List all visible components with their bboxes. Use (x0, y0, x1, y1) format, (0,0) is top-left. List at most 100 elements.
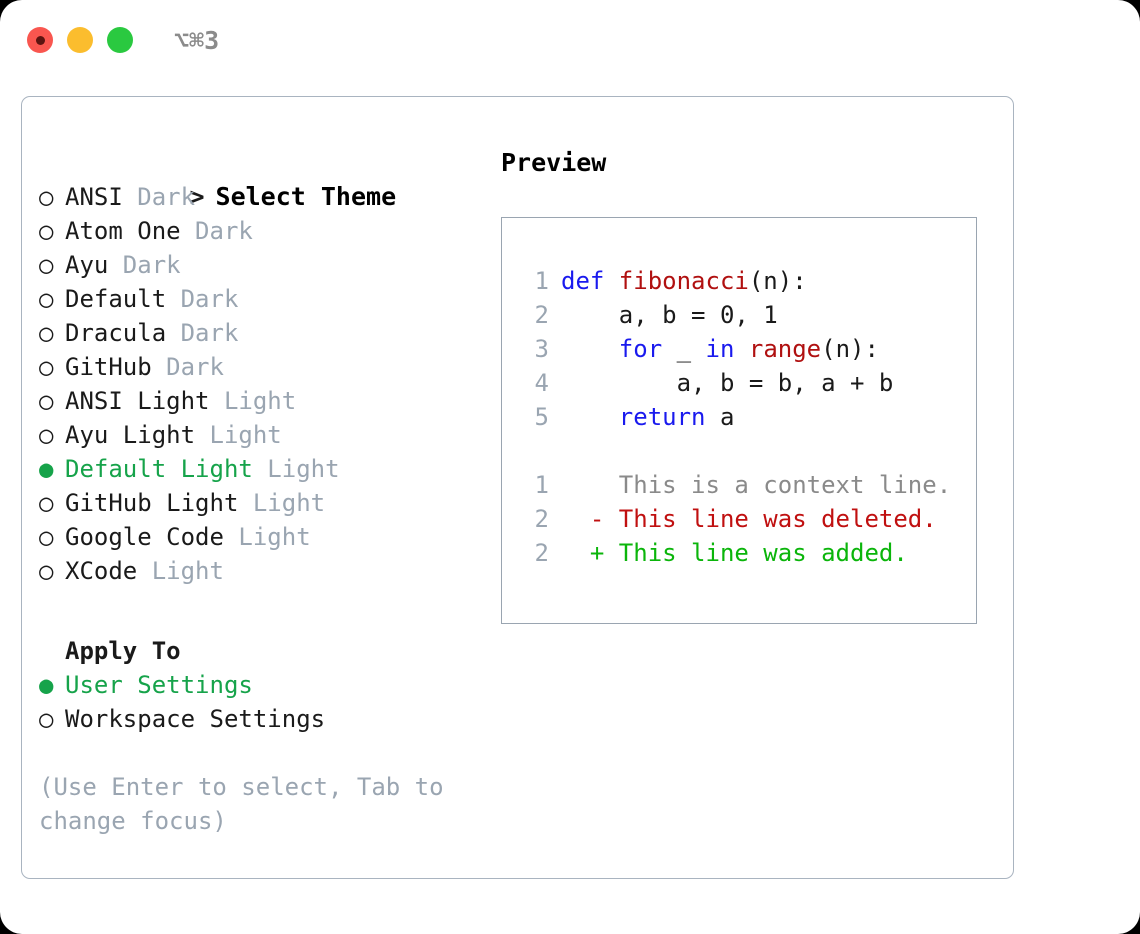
theme-list-item[interactable]: ○ Google Code Light (39, 520, 494, 554)
code-token: in (705, 335, 749, 363)
code-line: 3 for _ in range(n): (519, 332, 976, 366)
theme-list-item[interactable]: ○ANSI Dark (39, 180, 494, 214)
line-number: 5 (534, 403, 549, 431)
theme-list-item[interactable]: ○GitHub Light Light (39, 486, 494, 520)
radio-unselected-icon[interactable]: ○ (39, 387, 54, 415)
apply-to-list: ● User Settings ○ Workspace Settings (39, 668, 494, 736)
keyboard-hint-text: (Use Enter to select, Tab to change focu… (39, 773, 444, 835)
theme-name-label: Atom One (65, 217, 181, 245)
window-controls (27, 27, 133, 53)
preview-title: Preview (501, 148, 607, 177)
theme-name-label: Default (65, 285, 167, 313)
theme-variant-tag: Dark (108, 251, 181, 279)
theme-list-item[interactable]: ○ Ayu Dark (39, 248, 494, 282)
diff-line-number: 2 (534, 505, 549, 533)
close-button-icon[interactable] (27, 27, 53, 53)
theme-name-label: XCode (65, 557, 138, 585)
select-theme-header: > Select Theme (39, 146, 494, 211)
line-number: 1 (534, 267, 549, 295)
code-token: def (561, 267, 619, 295)
diff-line-number: 1 (534, 471, 549, 499)
code-token: (n): (748, 267, 807, 295)
code-token: a (705, 403, 735, 431)
apply-to-header: Apply To (65, 637, 181, 665)
theme-variant-tag: Light (209, 387, 297, 415)
theme-list-item[interactable]: ● Default Light Light (39, 452, 494, 486)
theme-list-item[interactable]: ○Atom One Dark (39, 214, 494, 248)
select-theme-header-label: Select Theme (215, 182, 397, 211)
radio-unselected-icon[interactable]: ○ (39, 421, 54, 449)
radio-unselected-icon[interactable]: ○ (39, 285, 54, 313)
code-line: 1 def fibonacci(n): (519, 264, 976, 298)
theme-variant-tag: Light (223, 523, 311, 551)
theme-name-label: Ayu Light (65, 421, 196, 449)
theme-name-label: Ayu (65, 251, 109, 279)
apply-to-option[interactable]: ○ Workspace Settings (39, 702, 494, 736)
radio-selected-icon[interactable]: ● (39, 455, 54, 483)
radio-unselected-icon[interactable]: ○ (39, 183, 54, 211)
theme-name-label: GitHub Light (65, 489, 239, 517)
list-spacer (39, 588, 494, 634)
theme-list-item[interactable]: ○ XCode Light (39, 554, 494, 588)
theme-list-item[interactable]: ○Dracula Dark (39, 316, 494, 350)
radio-selected-icon[interactable]: ● (39, 671, 54, 699)
radio-unselected-icon[interactable]: ○ (39, 705, 54, 733)
theme-list-item[interactable]: ○ ANSI Light Light (39, 384, 494, 418)
radio-unselected-icon[interactable]: ○ (39, 557, 54, 585)
apply-to-option-label: Workspace Settings (65, 705, 326, 733)
diff-text: This is a context line. (604, 471, 952, 499)
radio-unselected-icon[interactable]: ○ (39, 217, 54, 245)
header-caret-icon: > (189, 182, 205, 211)
diff-sign: - (561, 505, 605, 533)
theme-list-item[interactable]: ○ GitHub Dark (39, 350, 494, 384)
theme-name-label: GitHub (65, 353, 152, 381)
theme-name-label: ANSI Light (65, 387, 210, 415)
theme-name-label: Google Code (65, 523, 224, 551)
minimize-button-icon[interactable] (67, 27, 93, 53)
diff-sample: 1 This is a context line.2 - This line w… (519, 468, 976, 570)
code-token: (n): (821, 335, 879, 363)
theme-variant-tag: Light (252, 455, 340, 483)
hint-spacer (39, 736, 494, 770)
apply-to-option[interactable]: ● User Settings (39, 668, 494, 702)
radio-unselected-icon[interactable]: ○ (39, 353, 54, 381)
diff-line: 1 This is a context line. (519, 468, 976, 502)
code-token: a, b = 0, 1 (561, 301, 778, 329)
diff-line: 2 - This line was deleted. (519, 502, 976, 536)
code-token: a, b = b, a + b (561, 369, 894, 397)
theme-name-label: Dracula (65, 319, 167, 347)
theme-list-item[interactable]: ○ Ayu Light Light (39, 418, 494, 452)
content-frame: >Select Theme ○ANSI Dark○Atom One Dark○A… (21, 96, 1014, 879)
theme-variant-tag: Dark (151, 353, 224, 381)
code-token: fibonacci (618, 267, 749, 295)
radio-unselected-icon[interactable]: ○ (39, 319, 54, 347)
radio-unselected-icon[interactable]: ○ (39, 523, 54, 551)
code-diff-gap (519, 434, 976, 468)
code-token (561, 403, 619, 431)
diff-text: This line was deleted. (604, 505, 937, 533)
line-number: 4 (534, 369, 549, 397)
code-line: 5 return a (519, 400, 976, 434)
code-line: 4 a, b = b, a + b (519, 366, 976, 400)
theme-list-item[interactable]: ○Default Dark (39, 282, 494, 316)
apply-to-option-label: User Settings (65, 671, 253, 699)
code-token (561, 335, 619, 363)
code-token: range (748, 335, 822, 363)
theme-name-label: Default Light (65, 455, 253, 483)
columns-layout: >Select Theme ○ANSI Dark○Atom One Dark○A… (22, 97, 1013, 878)
maximize-button-icon[interactable] (107, 27, 133, 53)
theme-list: ○ANSI Dark○Atom One Dark○Ayu Dark○Defaul… (39, 180, 494, 588)
diff-sign: + (561, 539, 605, 567)
title-bar: ⌥⌘3 (0, 0, 1140, 80)
keyboard-shortcut-label: ⌥⌘3 (174, 25, 220, 55)
theme-variant-tag: Light (137, 557, 224, 585)
line-number: 3 (534, 335, 549, 363)
radio-unselected-icon[interactable]: ○ (39, 251, 54, 279)
radio-unselected-icon[interactable]: ○ (39, 489, 54, 517)
diff-sign (561, 471, 604, 499)
theme-variant-tag: Light (195, 421, 282, 449)
